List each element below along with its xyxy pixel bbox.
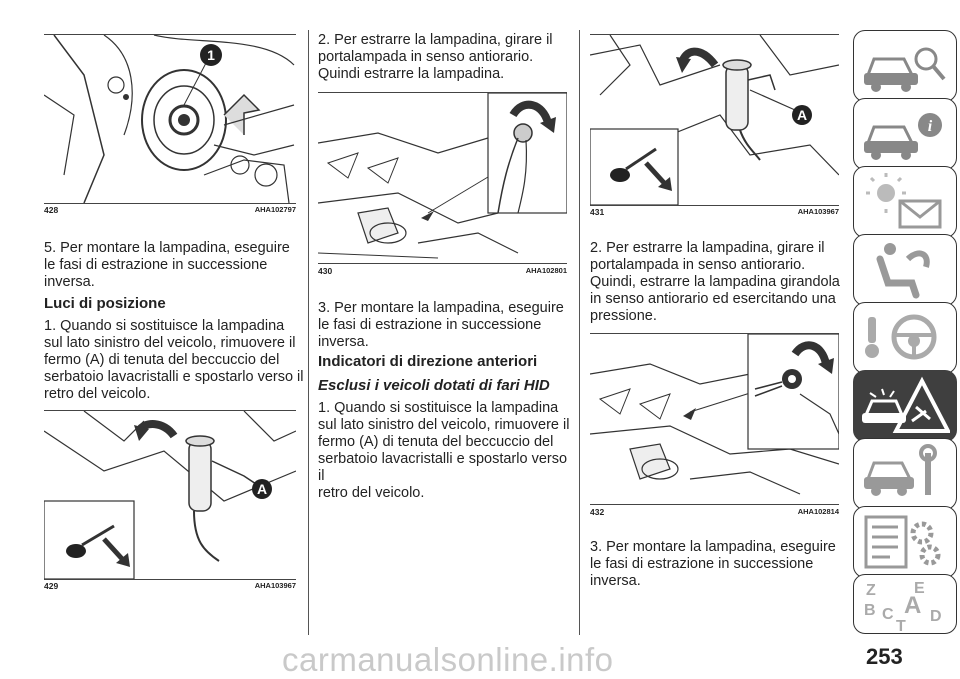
section-heading-luci-posizione: Luci di posizione	[44, 295, 166, 312]
text-line: sul lato sinistro del veicolo, rimuovere…	[44, 335, 296, 351]
paragraph-step-1-indicators: 1. Quando si sostituisce la lampadina su…	[318, 400, 576, 502]
text-line: le fasi di estrazione in successione	[318, 317, 542, 333]
text-line: fermo (A) di tenuta del beccuccio del	[44, 352, 280, 368]
text-line: le fasi di estrazione in successione	[44, 257, 268, 273]
text-line: 1. Quando si sostituisce la lampadina	[44, 318, 285, 334]
figure-429-caption: 429 AHA103967	[44, 581, 296, 591]
text-line: retro del veicolo.	[44, 386, 151, 402]
list-settings-icon	[864, 515, 941, 569]
text-line: 1. Quando si sostituisce la lampadina	[318, 400, 559, 416]
car-info-icon: i	[864, 113, 942, 160]
text-line: 3. Per montare la lampadina, eseguire	[318, 300, 564, 316]
seat-airbag-icon	[876, 243, 930, 299]
subheading-esclusi-hid: Esclusi i veicoli dotati di fari HID	[318, 377, 550, 394]
car-wrench-icon	[864, 444, 937, 496]
figure-431-washer-neck: A	[590, 34, 839, 206]
callout-A: A	[797, 107, 807, 123]
figure-code: AHA102814	[797, 507, 839, 516]
figure-code: AHA102797	[254, 205, 296, 214]
text-line: 5. Per montare la lampadina, eseguire	[44, 240, 290, 256]
text-line: Quindi estrarre la lampadina.	[318, 66, 505, 82]
text-line: inversa.	[44, 274, 95, 290]
figure-430-position-light	[318, 92, 567, 264]
paragraph-step-5: 5. Per montare la lampadina, eseguire le…	[44, 240, 304, 291]
figure-number: 430	[318, 266, 333, 276]
figure-432-caption: 432 AHA102814	[590, 507, 839, 517]
figure-code: AHA103967	[797, 207, 839, 216]
key-steering-icon	[865, 314, 937, 360]
text-line: serbatoio lavacristalli e spostarlo vers…	[44, 369, 304, 385]
text-line: le fasi di estrazione in successione	[590, 556, 814, 572]
text-line: serbatoio lavacristalli e spostarlo vers…	[318, 451, 568, 484]
figure-430-caption: 430 AHA102801	[318, 266, 567, 276]
text-line: inversa.	[318, 334, 369, 350]
figure-code: AHA102801	[525, 266, 567, 275]
section-heading-indicatori: Indicatori di direzione anteriori	[318, 353, 538, 370]
text-line: in senso antiorario ed esercitando una	[590, 291, 836, 307]
figure-code: AHA103967	[254, 581, 296, 590]
page-number: 253	[866, 644, 903, 669]
text-line: portalampada in senso antiorario.	[590, 257, 806, 273]
tab-car-info[interactable]: i	[853, 98, 957, 170]
figure-number: 428	[44, 205, 59, 215]
tab-alphabet-index[interactable]: Z E B A C D T	[853, 574, 957, 634]
text-line: fermo (A) di tenuta del beccuccio del	[318, 434, 554, 450]
index-letter: A	[904, 592, 921, 619]
text-line: 3. Per montare la lampadina, eseguire	[590, 539, 836, 555]
figure-number: 429	[44, 581, 59, 591]
tab-list-settings[interactable]	[853, 506, 957, 578]
figure-number: 432	[590, 507, 605, 517]
figure-428-caption: 428 AHA102797	[44, 205, 296, 215]
figure-number: 431	[590, 207, 605, 217]
figure-431-caption: 431 AHA103967	[590, 207, 839, 217]
car-warning-triangle-icon	[862, 376, 950, 433]
column-divider	[579, 30, 580, 635]
index-letter: C	[882, 606, 894, 623]
text-line: sul lato sinistro del veicolo, rimuovere…	[318, 417, 570, 433]
figure-432-indicator-bulb	[590, 333, 839, 505]
watermark: carmanualsonline.info	[282, 641, 614, 678]
tab-key-steering[interactable]	[853, 302, 957, 374]
index-letter: D	[930, 608, 942, 625]
tab-car-wrench[interactable]	[853, 438, 957, 510]
index-letter: E	[914, 580, 925, 597]
paragraph-step-3-indicators: 3. Per montare la lampadina, eseguire le…	[590, 539, 845, 590]
text-line: 2. Per estrarre la lampadina, girare il	[318, 32, 553, 48]
tab-car-warning[interactable]	[853, 370, 957, 442]
figure-428-headlamp-bulb: 1	[44, 34, 296, 204]
alphabet-index-icon: Z E B A C D T	[864, 580, 942, 631]
tab-dashboard-lights[interactable]	[853, 166, 957, 238]
index-letter: B	[864, 602, 876, 619]
index-letter: T	[896, 618, 906, 631]
car-search-icon	[864, 47, 946, 92]
tab-car-search[interactable]	[853, 30, 957, 102]
paragraph-step-3: 3. Per montare la lampadina, eseguire le…	[318, 300, 573, 351]
dashboard-lights-icon	[866, 173, 942, 229]
text-line: retro del veicolo.	[318, 485, 425, 501]
tab-seat-airbag[interactable]	[853, 234, 957, 306]
callout-1: 1	[207, 47, 215, 63]
svg-text:i: i	[928, 118, 933, 135]
paragraph-step-2: 2. Per estrarre la lampadina, girare il …	[318, 32, 573, 83]
text-line: Quindi, estrarre la lampadina girandola	[590, 274, 840, 290]
index-letter: Z	[866, 582, 876, 599]
text-line: pressione.	[590, 308, 657, 324]
column-divider	[308, 30, 309, 635]
paragraph-step-2-indicators: 2. Per estrarre la lampadina, girare il …	[590, 240, 845, 325]
text-line: inversa.	[590, 573, 641, 589]
text-line: 2. Per estrarre la lampadina, girare il	[590, 240, 825, 256]
text-line: portalampada in senso antiorario.	[318, 49, 534, 65]
paragraph-step-1: 1. Quando si sostituisce la lampadina su…	[44, 318, 306, 403]
callout-A: A	[257, 481, 267, 497]
figure-429-washer-neck: A	[44, 410, 296, 580]
